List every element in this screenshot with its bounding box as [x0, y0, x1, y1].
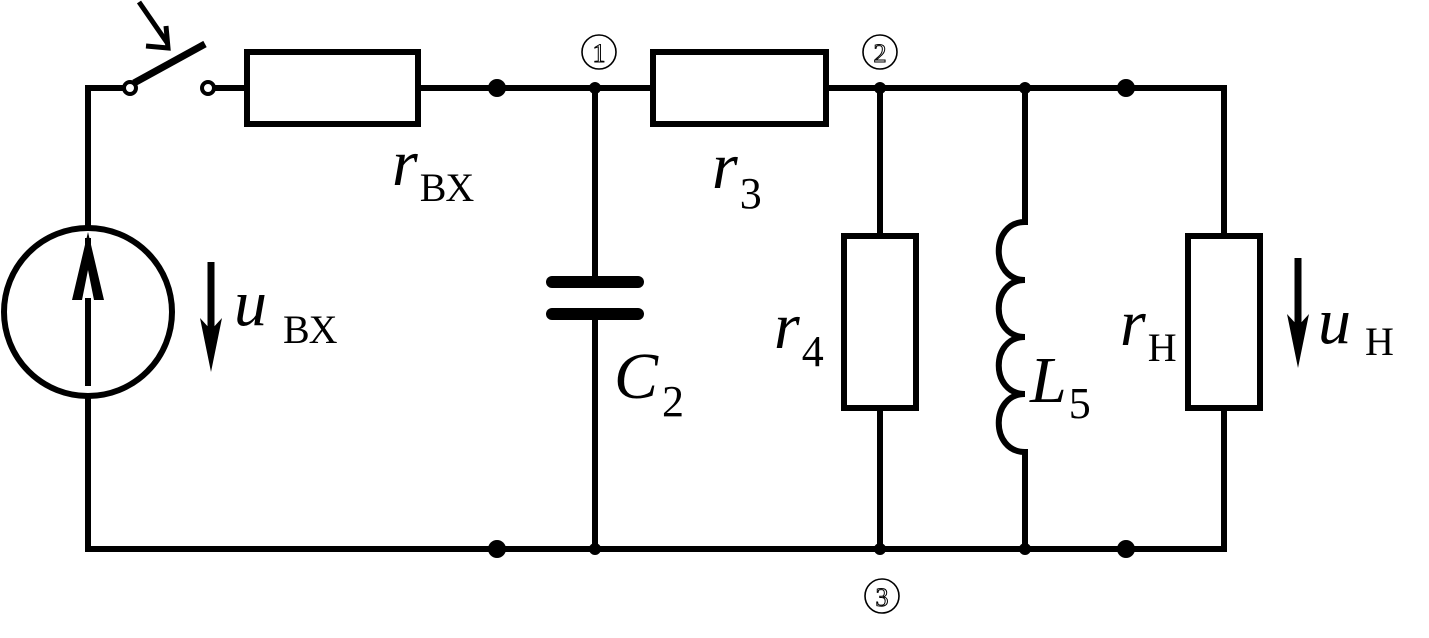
label-r-load: rН	[1120, 287, 1177, 370]
label-r4-sub: 4	[802, 327, 824, 376]
label-l5: L5	[1029, 344, 1091, 428]
junction-dot	[589, 543, 601, 555]
junction-dot	[1019, 543, 1031, 555]
switch-symbol	[122, 0, 216, 96]
switch-actuator-arrow-icon	[136, 0, 171, 46]
label-l5-symbol: L	[1029, 344, 1067, 417]
junction-dot	[1117, 540, 1135, 558]
node-label-1: 1	[593, 39, 606, 68]
label-r3-symbol: r	[712, 130, 738, 203]
junction-dot	[488, 79, 506, 97]
resistor-r3	[650, 49, 829, 127]
junction-dot	[488, 540, 506, 558]
node-marker-1: 1	[581, 34, 617, 70]
u-in-arrow-icon	[200, 262, 222, 372]
label-c2: C2	[614, 340, 684, 426]
node-marker-2: 2	[862, 34, 898, 70]
node-label-3: 3	[876, 583, 889, 612]
inductor-l5	[995, 219, 1026, 455]
label-r-load-symbol: r	[1120, 287, 1146, 360]
label-r4-symbol: r	[774, 290, 800, 363]
u-load-arrow-icon	[1287, 258, 1309, 368]
junction-dot	[874, 543, 886, 555]
label-r-load-sub: Н	[1148, 325, 1177, 370]
label-u-in-symbol: u	[234, 267, 267, 340]
label-l5-sub: 5	[1069, 379, 1091, 428]
capacitor-c2	[546, 276, 644, 320]
resistor-r4	[841, 233, 919, 411]
resistor-r-in	[244, 49, 421, 127]
node-label-2: 2	[874, 39, 887, 68]
label-r4: r4	[774, 290, 824, 376]
label-c2-sub: 2	[662, 377, 684, 426]
resistor-r-load	[1185, 233, 1263, 411]
label-r3: r3	[712, 130, 762, 218]
label-r-in-symbol: r	[392, 127, 418, 200]
label-u-load-sub: Н	[1365, 319, 1394, 364]
label-u-in-sub: ВХ	[283, 307, 338, 352]
node-marker-3: 3	[864, 578, 900, 614]
junction-dot	[1117, 79, 1135, 97]
label-c2-symbol: C	[614, 340, 659, 413]
voltage-source-symbol	[1, 225, 175, 399]
label-r-in-sub: ВХ	[420, 165, 475, 210]
junction-dots	[488, 79, 1135, 558]
junction-dot	[589, 82, 601, 94]
label-r-in: rВХ	[392, 127, 474, 210]
label-u-load-symbol: u	[1318, 285, 1351, 358]
label-r3-sub: 3	[740, 169, 762, 218]
junction-dot	[874, 82, 886, 94]
junction-dot	[1019, 82, 1031, 94]
